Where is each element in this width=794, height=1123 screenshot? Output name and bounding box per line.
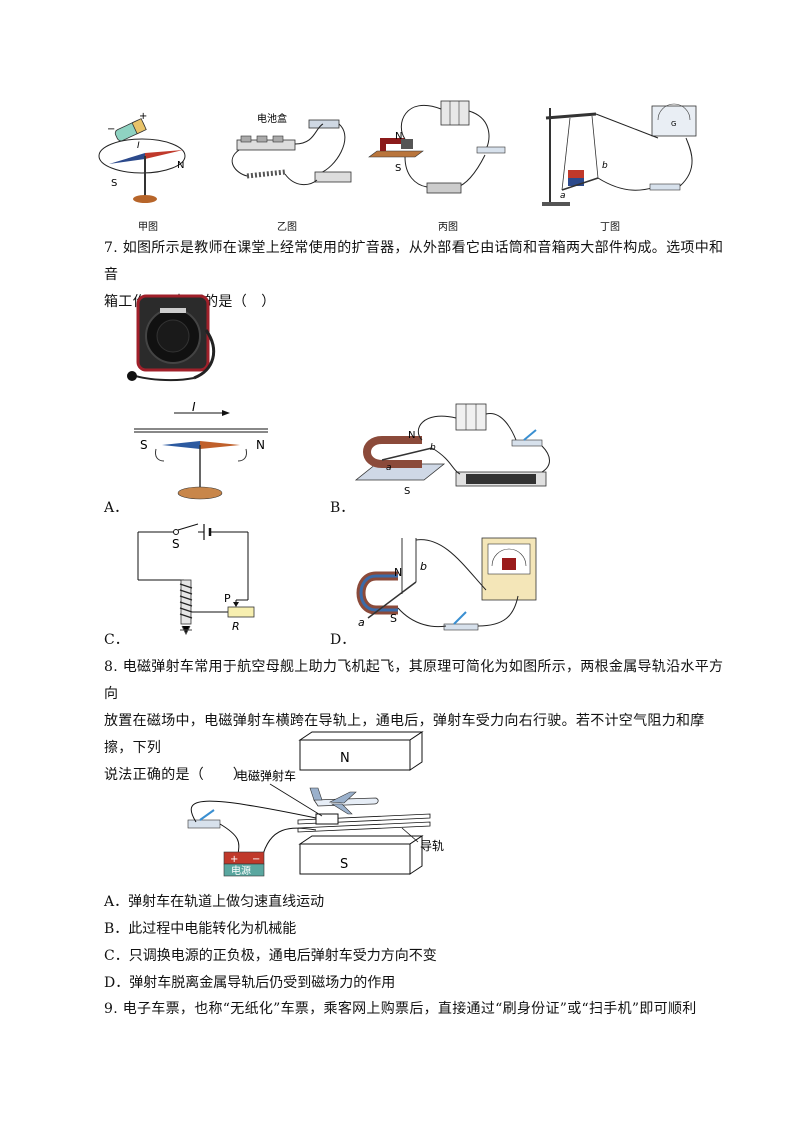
opt-b-b-label: b: [430, 443, 436, 453]
q7-option-c[interactable]: C．: [104, 632, 129, 648]
q8-option-c[interactable]: C．只调换电源的正负极，通电后弹射车受力方向不变: [104, 948, 437, 964]
ding-b-label: b: [602, 161, 608, 171]
opt-a-s-label: S: [140, 438, 148, 452]
opt-d-a-label: a: [358, 616, 365, 629]
jia-n-label: N: [177, 160, 184, 171]
yi-battery-box-label: 电池盒: [257, 112, 287, 125]
opt-b-s-label: S: [404, 486, 410, 497]
q7-option-c-figure: S P R: [137, 523, 255, 636]
q8-n-label: N: [340, 751, 350, 766]
q7-option-b-figure: N S a b: [354, 403, 550, 497]
q8-car-label: 电磁弹射车: [236, 768, 296, 783]
figure-bing-drawing: N S: [368, 100, 506, 194]
opt-c-p-label: P: [224, 592, 231, 605]
q9-text-line1: 9. 电子车票，也称“无纸化”车票，乘客网上购票后，直接通过“刷身份证”或“扫手…: [104, 1001, 697, 1017]
speaker-badge: [160, 308, 186, 313]
q8-text-line3: 说法正确的是（ ）: [104, 767, 247, 783]
opt-b-a-label: a: [386, 463, 392, 473]
q9-question: 9. 电子车票，也称“无纸化”车票，乘客网上购票后，直接通过“刷身份证”或“扫手…: [104, 996, 724, 1023]
q7-option-a-figure: I S N: [134, 400, 268, 500]
speaker-image: [127, 294, 216, 382]
q8-option-b[interactable]: B．此过程中电能转化为机械能: [104, 921, 297, 937]
q8-s-label: S: [340, 857, 348, 872]
q8-text-line2: 放置在磁场中，电磁弹射车横跨在导轨上，通电后，弹射车受力向右行驶。若不计空气阻力…: [104, 713, 705, 756]
opt-a-n-label: N: [256, 438, 265, 452]
bing-n-label: N: [395, 131, 402, 142]
q8-minus-label: −: [252, 854, 260, 865]
opt-c-r-label: R: [232, 620, 240, 633]
jia-i-label: I: [137, 141, 140, 151]
opt-d-b-label: b: [420, 560, 427, 573]
caption-jia: 甲图: [138, 222, 158, 233]
caption-yi: 乙图: [277, 222, 297, 233]
ding-g-label: G: [671, 120, 676, 128]
opt-d-n-label: N: [394, 566, 402, 579]
q7-option-d[interactable]: D．: [330, 632, 356, 648]
ding-a-label: a: [560, 191, 566, 201]
q7-option-d-figure: N S a b: [356, 537, 537, 631]
q7-option-b[interactable]: B．: [330, 500, 355, 516]
figure-ding-drawing: a b G: [542, 103, 697, 206]
q8-option-a[interactable]: A．弹射车在轨道上做匀速直线运动: [104, 894, 325, 910]
caption-ding: 丁图: [600, 222, 620, 233]
q8-question: 8. 电磁弹射车常用于航空母舰上助力飞机起飞，其原理可简化为如图所示，两根金属导…: [104, 654, 724, 789]
q7-text-line1: 7. 如图所示是教师在课堂上经常使用的扩音器，从外部看它由话筒和音箱两大部件构成…: [104, 240, 724, 283]
bing-s-label: S: [395, 163, 401, 174]
caption-bing: 丙图: [438, 222, 458, 233]
figure-jia-drawing: − + N S I: [98, 111, 186, 203]
q8-power-label: 电源: [231, 864, 251, 877]
q8-figure: N S 电磁弹射车 导轨 + − 电源: [187, 731, 444, 877]
opt-a-i-label: I: [192, 400, 196, 414]
figure-yi-drawing: 电池盒: [231, 112, 352, 185]
q7-option-a[interactable]: A．: [104, 500, 129, 516]
opt-c-s-label: S: [172, 537, 180, 551]
opt-b-n-label: N: [408, 430, 415, 441]
opt-d-s-label: S: [390, 612, 397, 625]
jia-plus-label: +: [139, 111, 147, 122]
jia-s-label: S: [111, 178, 117, 189]
q8-option-d[interactable]: D．弹射车脱离金属导轨后仍受到磁场力的作用: [104, 975, 396, 991]
q8-text-line1: 8. 电磁弹射车常用于航空母舰上助力飞机起飞，其原理可简化为如图所示，两根金属导…: [104, 659, 724, 702]
jia-minus-label: −: [107, 124, 115, 135]
q8-plus-label: +: [230, 854, 238, 865]
q8-rail-label: 导轨: [420, 839, 444, 853]
